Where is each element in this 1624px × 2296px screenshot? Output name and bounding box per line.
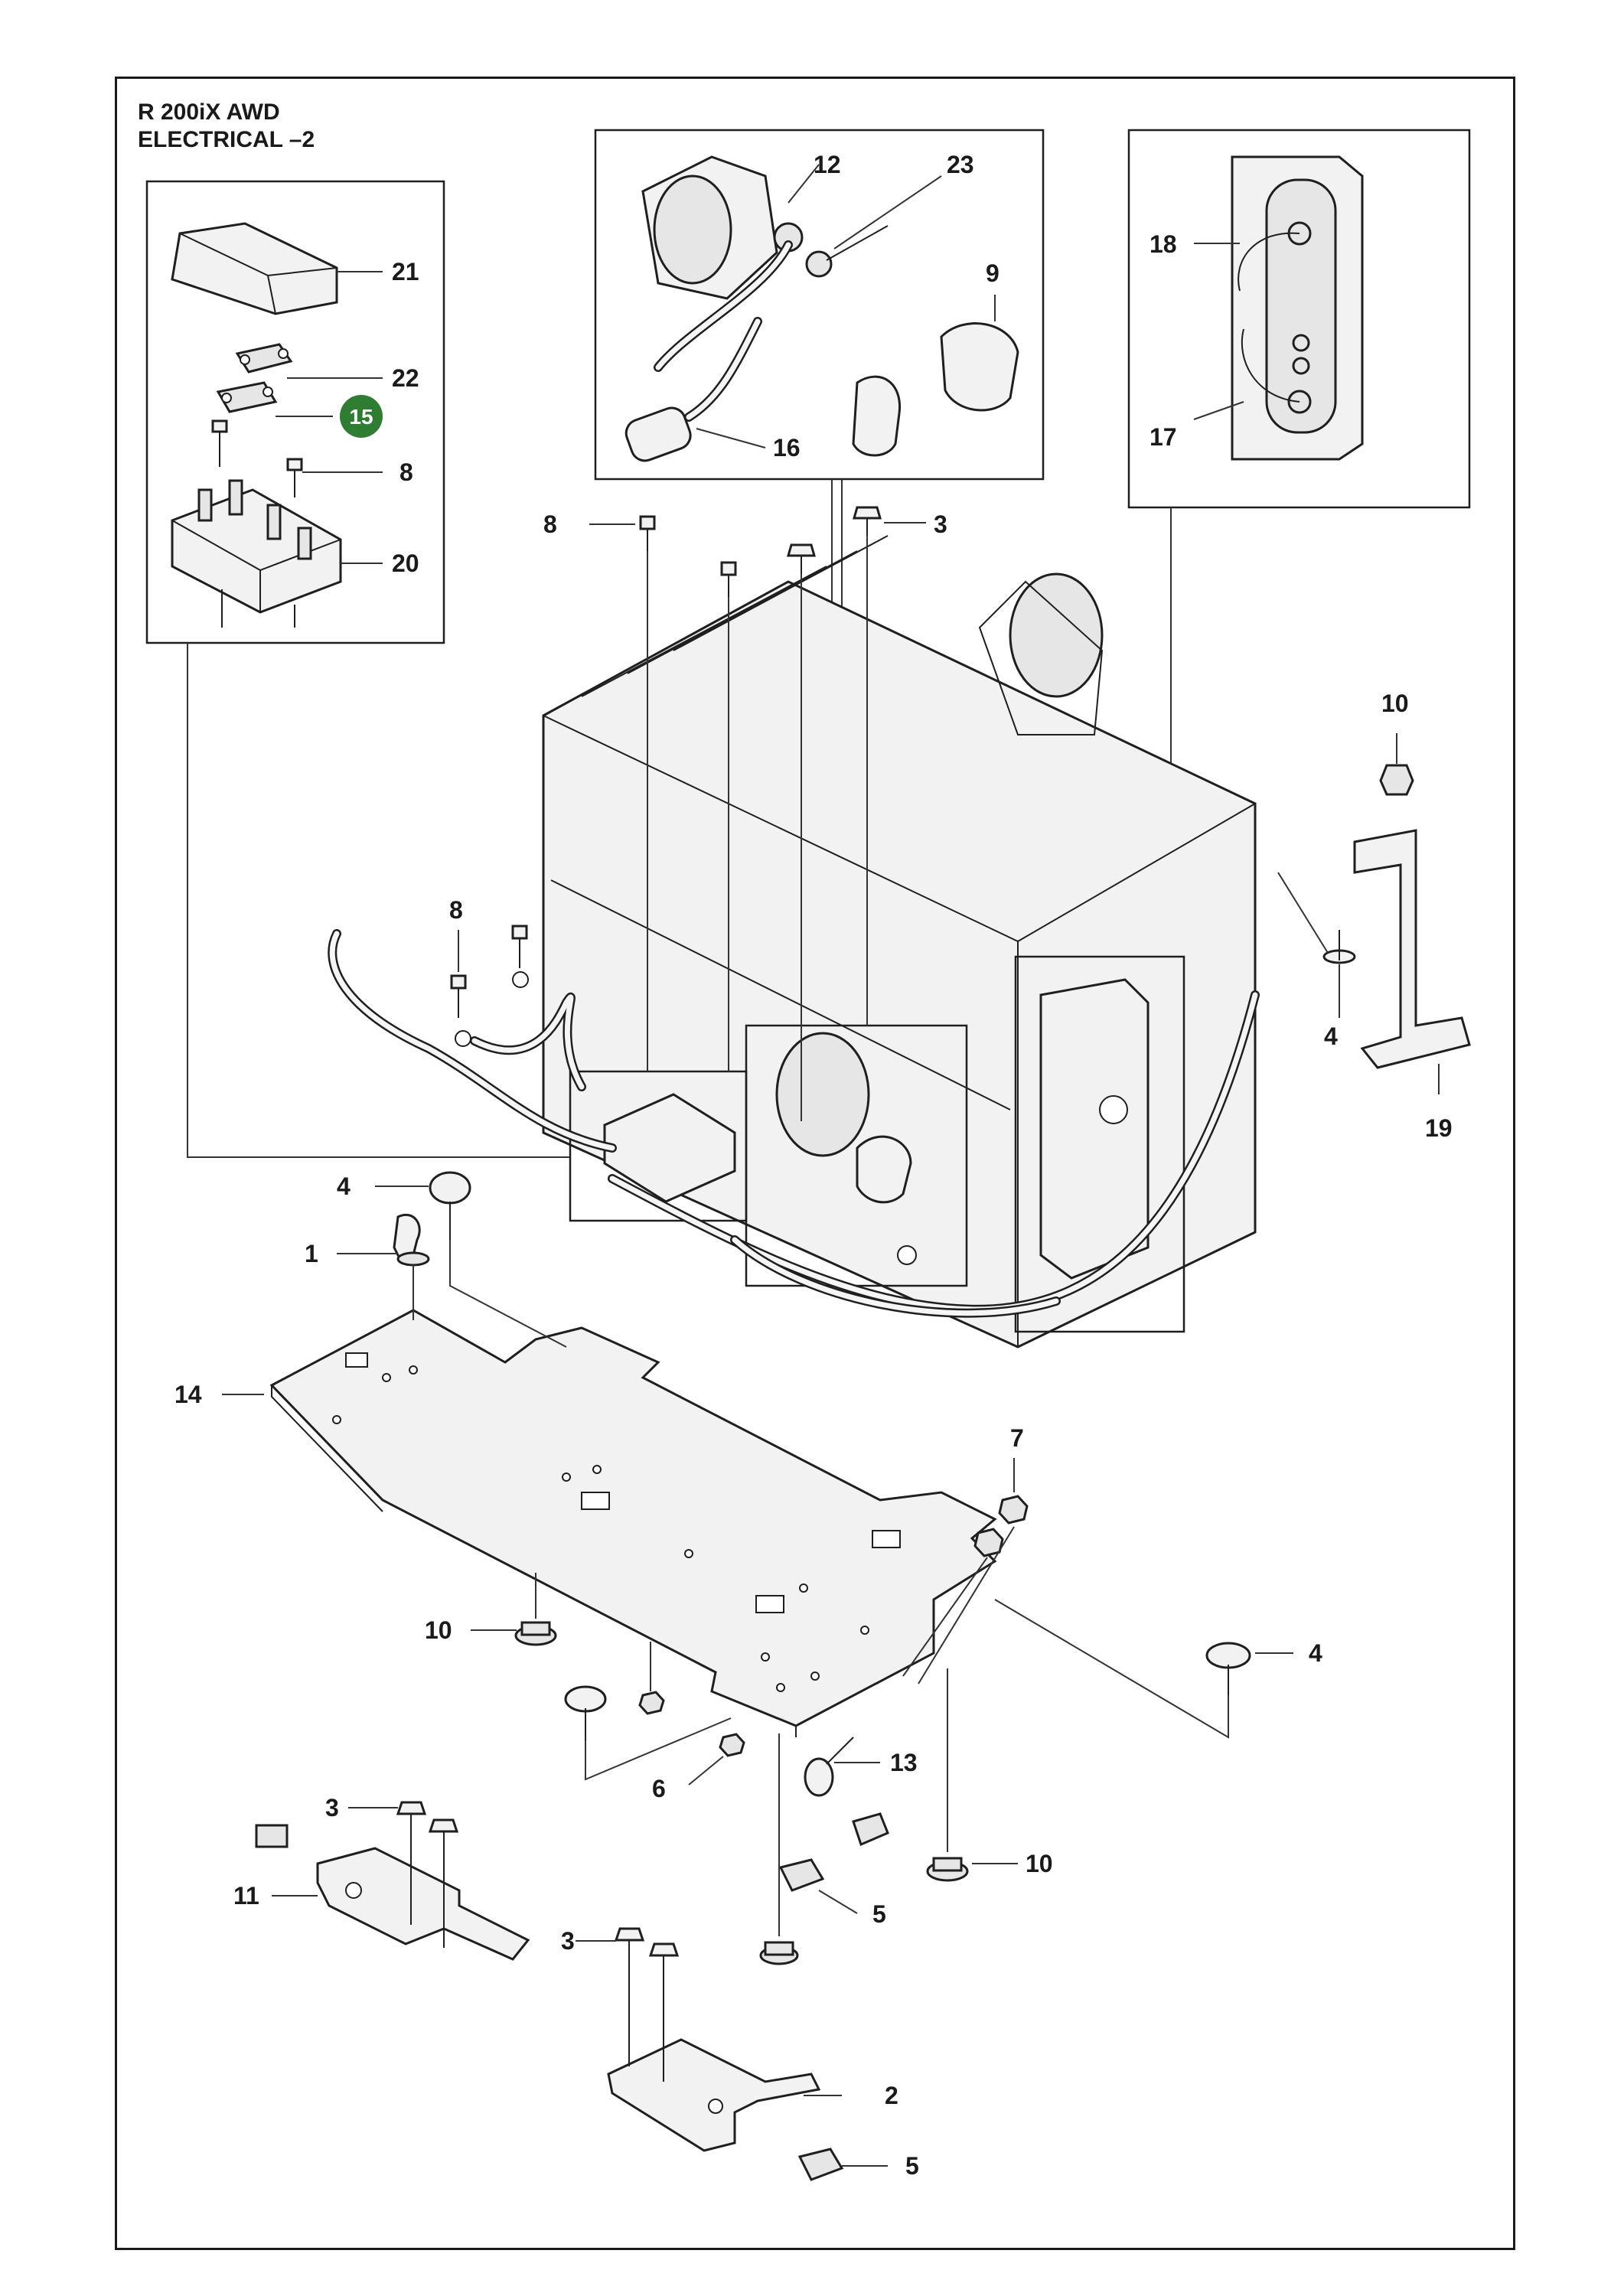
bracket-part-19[interactable] bbox=[1353, 829, 1471, 1069]
nut-part-10-left[interactable] bbox=[514, 1621, 557, 1646]
rear-motor bbox=[978, 572, 1104, 735]
callout-4-right: 4 bbox=[1324, 1022, 1338, 1050]
fuse-holder-base-part-20[interactable] bbox=[171, 479, 342, 628]
cable-lug-part-23[interactable] bbox=[805, 225, 889, 278]
nut-part-10-bottom[interactable] bbox=[926, 1857, 969, 1882]
cable-part-17[interactable] bbox=[1241, 328, 1312, 414]
plug-connector-part-16[interactable] bbox=[622, 317, 762, 465]
inset-cable-connectors bbox=[594, 129, 1045, 481]
callout-7: 7 bbox=[1010, 1424, 1024, 1452]
callout-10-right: 10 bbox=[1381, 690, 1409, 717]
callout-23: 23 bbox=[947, 151, 974, 178]
bracket-board bbox=[1231, 155, 1364, 461]
bracket-part-2[interactable] bbox=[607, 2038, 821, 2152]
callout-2: 2 bbox=[885, 2082, 898, 2109]
inset-board-connectors bbox=[1127, 129, 1471, 509]
bolt-part-4-lower[interactable] bbox=[1205, 1642, 1251, 1695]
callout-13: 13 bbox=[890, 1749, 918, 1776]
model-title: R 200iX AWD bbox=[138, 99, 280, 125]
bolt-part-4-right[interactable] bbox=[1322, 930, 1356, 964]
callout-20: 20 bbox=[392, 550, 419, 577]
screws-part-8-body[interactable] bbox=[450, 925, 528, 1018]
screws-top[interactable] bbox=[639, 506, 882, 1121]
callout-22: 22 bbox=[392, 364, 419, 392]
callout-3-top: 3 bbox=[934, 510, 947, 538]
callout-15-highlight: 15 bbox=[340, 395, 383, 438]
nut-under-plate[interactable] bbox=[638, 1691, 665, 1715]
callout-17: 17 bbox=[1150, 423, 1177, 451]
motor-housing-part bbox=[641, 155, 778, 300]
callout-3-left: 3 bbox=[325, 1794, 339, 1821]
cable-part-18[interactable] bbox=[1238, 221, 1312, 292]
inset-fuse-holder bbox=[145, 180, 445, 644]
fuse-part-15[interactable] bbox=[216, 381, 278, 413]
callout-18: 18 bbox=[1150, 230, 1177, 258]
fuse-link-part-22[interactable] bbox=[235, 343, 293, 373]
side-cover bbox=[1039, 978, 1150, 1280]
screw-part-8-inset[interactable] bbox=[211, 419, 303, 497]
callout-6: 6 bbox=[652, 1775, 666, 1802]
fuse-cover-part-21[interactable] bbox=[171, 222, 338, 315]
clip-part-5-lower[interactable] bbox=[797, 2148, 844, 2181]
mount-part-1[interactable] bbox=[393, 1213, 430, 1267]
nut-part-6[interactable] bbox=[719, 1733, 745, 1757]
callout-1: 1 bbox=[305, 1240, 318, 1267]
main-harness bbox=[328, 929, 1260, 1318]
callout-12: 12 bbox=[814, 151, 841, 178]
callout-8-top: 8 bbox=[543, 510, 557, 538]
drawing-frame bbox=[115, 77, 1515, 2250]
callout-4-left: 4 bbox=[337, 1172, 351, 1200]
center-connector-assembly bbox=[775, 1032, 912, 1204]
screws-part-3-left[interactable] bbox=[396, 1801, 459, 1948]
callout-9: 9 bbox=[986, 259, 1000, 287]
callout-11: 11 bbox=[233, 1882, 259, 1910]
callout-5-lower: 5 bbox=[905, 2152, 919, 2180]
callout-8-body: 8 bbox=[449, 896, 463, 924]
clip-part-5-upper[interactable] bbox=[778, 1858, 825, 1892]
callout-21: 21 bbox=[392, 258, 419, 285]
section-title: ELECTRICAL –2 bbox=[138, 127, 315, 152]
callout-5-upper: 5 bbox=[872, 1900, 886, 1928]
callout-14: 14 bbox=[174, 1381, 202, 1408]
callout-3-bottom: 3 bbox=[561, 1927, 575, 1955]
base-plate-part-14[interactable] bbox=[269, 1309, 997, 1737]
callout-15: 15 bbox=[349, 405, 373, 429]
terminal-boot-part-9[interactable] bbox=[852, 322, 1019, 457]
bolt-part-4-left[interactable] bbox=[429, 1171, 471, 1240]
screws-part-3-right[interactable] bbox=[614, 1927, 680, 2082]
clip-near-13[interactable] bbox=[852, 1812, 889, 1847]
callout-4-lower: 4 bbox=[1309, 1639, 1322, 1667]
nuts-part-7[interactable] bbox=[973, 1495, 1029, 1557]
callout-16: 16 bbox=[773, 434, 801, 461]
nut-lower-left[interactable] bbox=[759, 1941, 799, 1965]
callout-10-bottom: 10 bbox=[1026, 1850, 1053, 1877]
callout-10-left: 10 bbox=[425, 1616, 452, 1644]
fuse-holder-installed bbox=[603, 1093, 736, 1203]
callout-8-inset: 8 bbox=[399, 458, 413, 486]
connector-part-12[interactable] bbox=[654, 222, 804, 372]
bracket-part-11[interactable] bbox=[255, 1824, 530, 1961]
bolt-part-13[interactable] bbox=[804, 1737, 854, 1797]
nut-part-10-right[interactable] bbox=[1379, 764, 1414, 796]
bolt-under-plate[interactable] bbox=[564, 1685, 607, 1741]
callout-19: 19 bbox=[1425, 1114, 1453, 1142]
